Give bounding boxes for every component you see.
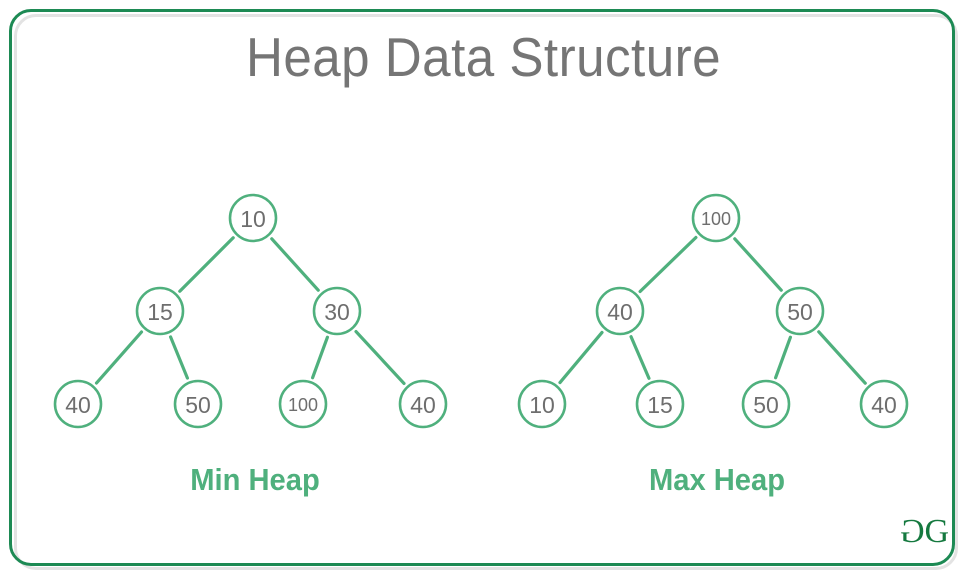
- caption-min-heap: Min Heap: [190, 462, 320, 497]
- tree-node: 100: [691, 193, 741, 243]
- tree-node-value: 40: [410, 392, 436, 418]
- tree-node-circle: [228, 193, 278, 243]
- tree-edge: [354, 329, 406, 386]
- tree-node: 40: [398, 379, 448, 429]
- tree-node-value: 40: [607, 299, 633, 325]
- tree-node-value: 50: [787, 299, 813, 325]
- tree-edge: [638, 235, 698, 294]
- tree-node-circle: [635, 379, 685, 429]
- tree-edge: [817, 330, 867, 385]
- tree-edge: [94, 330, 144, 385]
- tree-node-value: 100: [288, 395, 318, 415]
- tree-node-circle: [312, 286, 362, 336]
- tree-node: 50: [173, 379, 223, 429]
- tree-edge: [558, 330, 604, 385]
- tree-node: 50: [741, 379, 791, 429]
- tree-node-circle: [135, 286, 185, 336]
- tree-node: 15: [635, 379, 685, 429]
- tree-edge: [311, 335, 329, 380]
- tree-node-value: 40: [871, 392, 897, 418]
- tree-node: 40: [859, 379, 909, 429]
- geeksforgeeks-logo: GG: [878, 512, 949, 552]
- tree-node-value: 10: [529, 392, 555, 418]
- logo-mirrored-g-glyph: G: [900, 513, 925, 550]
- tree-node: 15: [135, 286, 185, 336]
- tree-edges: [94, 235, 867, 386]
- tree-node-value: 15: [647, 392, 673, 418]
- tree-edge: [774, 335, 792, 380]
- tree-node-circle: [398, 379, 448, 429]
- tree-node-circle: [691, 193, 741, 243]
- figure-border: [9, 9, 955, 566]
- tree-node: 100: [278, 379, 328, 429]
- tree-edge: [168, 335, 190, 380]
- tree-node-circle: [775, 286, 825, 336]
- tree-node-circle: [173, 379, 223, 429]
- tree-node-value: 50: [185, 392, 211, 418]
- tree-edge: [178, 236, 235, 293]
- tree-node: 40: [595, 286, 645, 336]
- tree-node-value: 40: [65, 392, 91, 418]
- tree-node-circle: [859, 379, 909, 429]
- tree-nodes: 10 15 30 40 50 100 40 100 40 50 10 15 50 40: [53, 193, 909, 429]
- tree-node-circle: [517, 379, 567, 429]
- tree-edge: [270, 237, 320, 292]
- tree-node-circle: [53, 379, 103, 429]
- tree-node-value: 10: [240, 206, 266, 232]
- tree-node: 30: [312, 286, 362, 336]
- tree-edge: [629, 335, 651, 380]
- tree-node-circle: [278, 379, 328, 429]
- tree-node-value: 50: [753, 392, 779, 418]
- logo-g-glyph: G: [924, 513, 949, 550]
- tree-node-value: 30: [324, 299, 350, 325]
- tree-node-circle: [741, 379, 791, 429]
- caption-max-heap: Max Heap: [648, 462, 786, 497]
- tree-node: 40: [53, 379, 103, 429]
- page-title: Heap Data Structure: [245, 26, 722, 88]
- tree-node: 10: [228, 193, 278, 243]
- tree-node: 10: [517, 379, 567, 429]
- tree-edge: [733, 237, 783, 292]
- tree-node: 50: [775, 286, 825, 336]
- tree-node-value: 15: [147, 299, 173, 325]
- tree-node-circle: [595, 286, 645, 336]
- tree-node-value: 100: [701, 209, 731, 229]
